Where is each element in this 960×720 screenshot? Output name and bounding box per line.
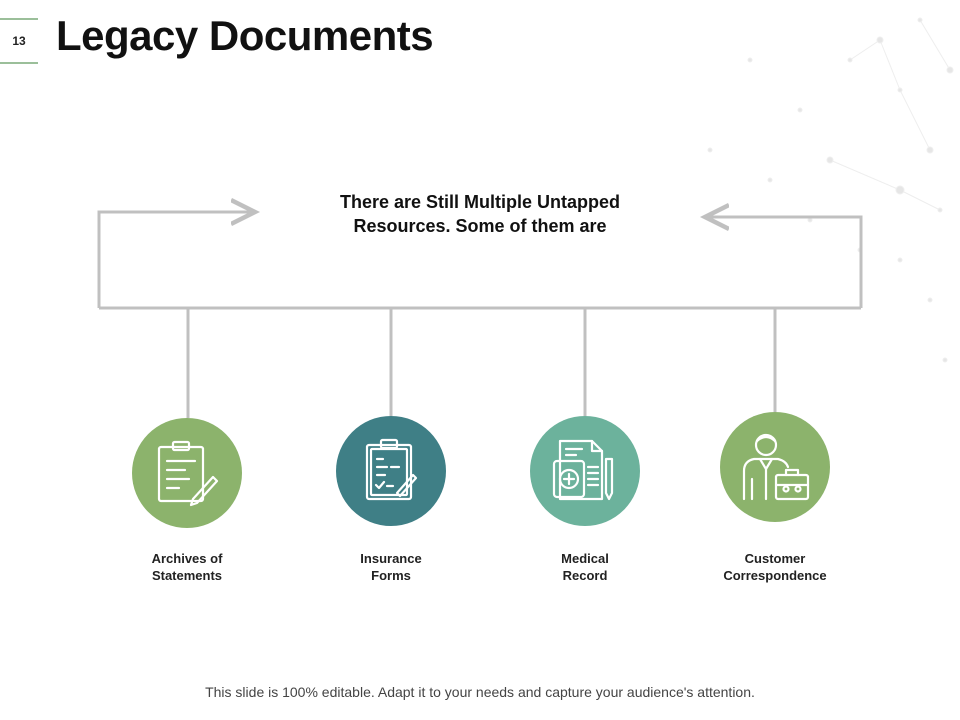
archives-of-statements-circle [132, 418, 242, 528]
businessman-briefcase-icon [742, 433, 810, 501]
clipboard-pencil-icon [157, 440, 219, 507]
network-dots-decoration [707, 17, 954, 363]
footer-note: This slide is 100% editable. Adapt it to… [205, 684, 755, 700]
left-bracket-arrow [97, 212, 255, 308]
medical-record-icon [552, 439, 614, 501]
page-number: 13 [0, 18, 38, 64]
page-title: Legacy Documents [56, 12, 434, 59]
clipboard-checklist-icon [365, 438, 418, 501]
customer-correspondence-circle [720, 412, 830, 522]
medical-record-circle [530, 416, 640, 526]
insurance-forms-circle [336, 416, 446, 526]
right-bracket-arrow [705, 217, 863, 308]
diagram-headline: There are Still Multiple Untapped Resour… [339, 192, 621, 236]
